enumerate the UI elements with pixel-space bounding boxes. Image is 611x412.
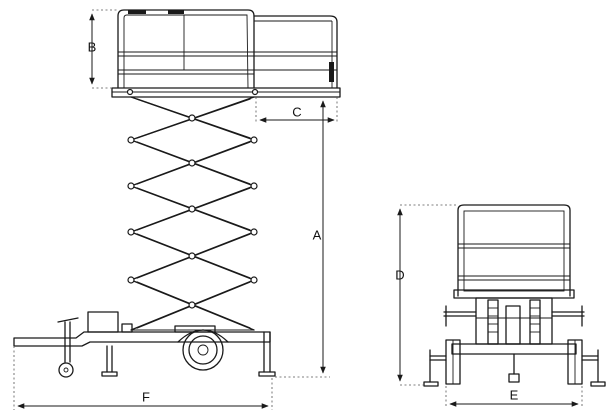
side-outriggers [101, 331, 276, 377]
dimension-f: F [13, 346, 273, 410]
dimension-e: E [445, 386, 583, 408]
scissor-arms [127, 96, 258, 331]
front-platform [453, 204, 575, 299]
front-axle-wheels [445, 339, 583, 385]
dimension-a-label: A [313, 227, 322, 242]
dimension-c: C [255, 97, 338, 124]
dimension-c-label: C [292, 104, 301, 119]
dimension-a: A [275, 100, 330, 378]
side-chassis [13, 311, 271, 347]
side-platform-railing [117, 9, 338, 89]
dimension-d: D [395, 204, 458, 386]
side-platform-deck [111, 87, 341, 98]
dimension-b-label: B [88, 39, 97, 54]
front-view: D E [395, 204, 606, 408]
side-view: B C A F [13, 9, 341, 410]
dimension-b: B [88, 9, 118, 89]
dimension-d-label: D [395, 267, 404, 282]
front-scissor-pack [475, 297, 553, 345]
side-jockey-wheel [57, 317, 79, 378]
dimension-f-label: F [142, 389, 150, 404]
dimension-e-label: E [510, 387, 519, 402]
side-road-wheel [177, 329, 229, 371]
front-outriggers [423, 349, 606, 387]
front-upper-arms [443, 305, 585, 327]
